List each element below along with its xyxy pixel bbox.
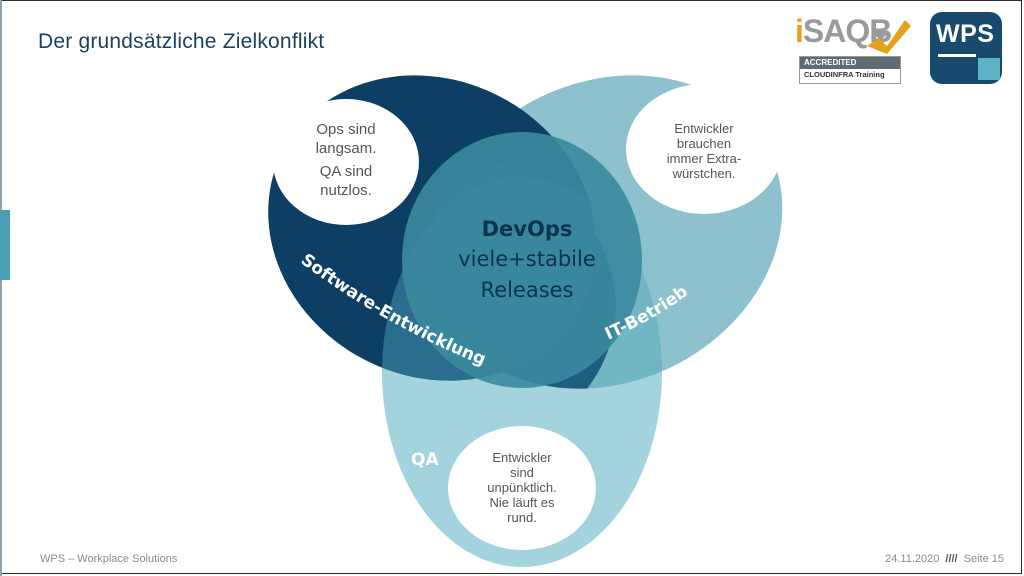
slide-title: Der grundsätzliche Zielkonflikt xyxy=(38,30,325,53)
wps-logo-square xyxy=(978,58,1000,80)
set-label-qa: QA xyxy=(411,450,439,470)
bubble-qa xyxy=(448,426,596,550)
wps-logo-line xyxy=(938,54,976,57)
bubble-software xyxy=(273,99,419,225)
devops-line2: viele+stabile xyxy=(458,247,596,271)
bubble-it-line4: würstchen. xyxy=(672,166,736,181)
footer-separator: //// xyxy=(945,553,958,565)
bubble-software-line1: Ops sind xyxy=(316,121,375,138)
bubble-it-line3: immer Extra- xyxy=(667,151,741,166)
checkmark-icon xyxy=(867,20,911,54)
bubble-software-line4: nutzlos. xyxy=(320,182,372,199)
bubble-qa-line1: Entwickler xyxy=(492,450,552,465)
wps-wordmark: WPS xyxy=(936,20,995,48)
bubble-qa-line2: sind xyxy=(510,465,534,480)
isaqb-logo: iSAQB ACCREDITED CLOUDINFRA Training xyxy=(795,12,915,84)
accreditation-badge: ACCREDITED CLOUDINFRA Training xyxy=(799,56,901,84)
bubble-qa-line4: Nie läuft es xyxy=(489,495,555,510)
devops-title: DevOps xyxy=(482,217,573,241)
bubble-software-line2: langsam. xyxy=(316,140,377,157)
bubble-qa-line5: rund. xyxy=(507,510,537,525)
devops-line3: Releases xyxy=(481,278,574,302)
side-tab xyxy=(0,210,10,280)
footer-date: 24.11.2020 xyxy=(885,553,940,565)
footer-page-number: Seite 15 xyxy=(963,553,1004,565)
left-rule xyxy=(0,0,2,576)
training-label: CLOUDINFRA Training xyxy=(804,70,885,79)
accredited-label: ACCREDITED xyxy=(800,57,900,69)
footer-company: WPS – Workplace Solutions xyxy=(40,553,178,565)
wps-logo: WPS xyxy=(930,12,1002,84)
bubble-it xyxy=(626,84,782,214)
footer-meta: 24.11.2020 //// Seite 15 xyxy=(885,553,1004,565)
bubble-qa-line3: unpünktlich. xyxy=(487,480,556,495)
bubble-software-line3: QA sind xyxy=(320,163,373,180)
devops-center xyxy=(402,132,642,388)
bubble-it-line2: brauchen xyxy=(677,136,731,151)
bubble-it-line1: Entwickler xyxy=(674,121,734,136)
